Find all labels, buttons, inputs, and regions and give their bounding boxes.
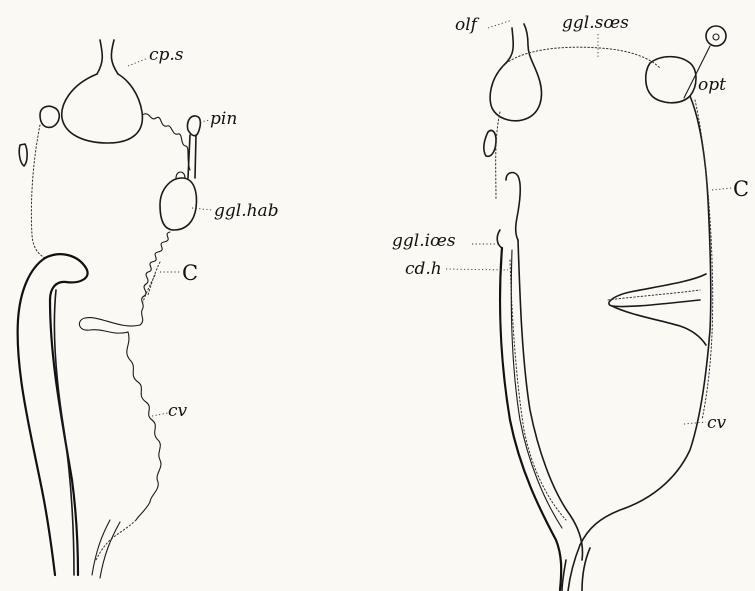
label-pin: pin [210,109,237,129]
hairpin-loop [79,318,140,334]
cv-leader-left [152,413,168,416]
right-body-right-wall [580,96,711,545]
olf-leader [488,20,512,28]
left-tube-outer [45,254,88,575]
cp-s-stalk [97,40,118,74]
wavy-cv-line [127,332,161,520]
label-olf: olf [455,15,480,35]
opt-small-dot [713,34,719,40]
label-cd-h: cd.h [405,259,442,279]
inner-loop-top [609,274,706,307]
label-c-right: C [733,177,749,201]
ggl-hab-inner [176,172,185,178]
label-ggl-ioes: ggl.iœs [392,231,456,251]
left-tube-midline [54,290,74,575]
right-bottom-stalks [562,545,590,591]
right-body-outline [503,47,660,68]
bottom-stalks [92,520,120,578]
cd-h-leader [446,269,508,270]
cv-leader-right [684,422,706,424]
label-ggl-hab: ggl.hab [214,201,279,221]
olf-lobe [490,24,541,121]
ggl-hab-body [160,178,196,230]
pin-stalk [188,135,196,178]
pin-body [187,116,200,136]
label-cp-s: cp.s [149,45,184,65]
left-oval [19,144,27,166]
label-opt: opt [698,75,726,95]
opt-lobe [646,57,696,103]
right-body-side [496,112,500,200]
c-leader-right [712,188,732,190]
opt-small-circle [706,26,726,46]
left-knob [40,106,59,127]
cv-dotted-trail [96,520,136,560]
right-brain-figure [484,24,726,591]
wavy-c-region [140,232,170,325]
right-small-organ [484,130,496,156]
right-tube-inner [518,240,583,560]
label-cv-right: cv [707,413,727,433]
label-ggl-soes: ggl.sœs [562,13,629,33]
wavy-membrane-top [142,114,190,170]
cp-s-sac [62,74,143,143]
ggl-ioes-edge [497,230,502,248]
left-labels: cp.s pin ggl.hab C cv [128,45,279,421]
ggl-ioes-knob [506,173,520,240]
pin-leader [200,120,210,122]
cp-s-leader [128,58,148,66]
right-tube-outer [500,248,561,590]
label-c-left: C [182,261,198,285]
left-dotted-outline [31,125,45,258]
left-brain-figure [18,40,201,578]
label-cv-left: cv [168,401,188,421]
inner-loop-bottom [612,306,706,345]
